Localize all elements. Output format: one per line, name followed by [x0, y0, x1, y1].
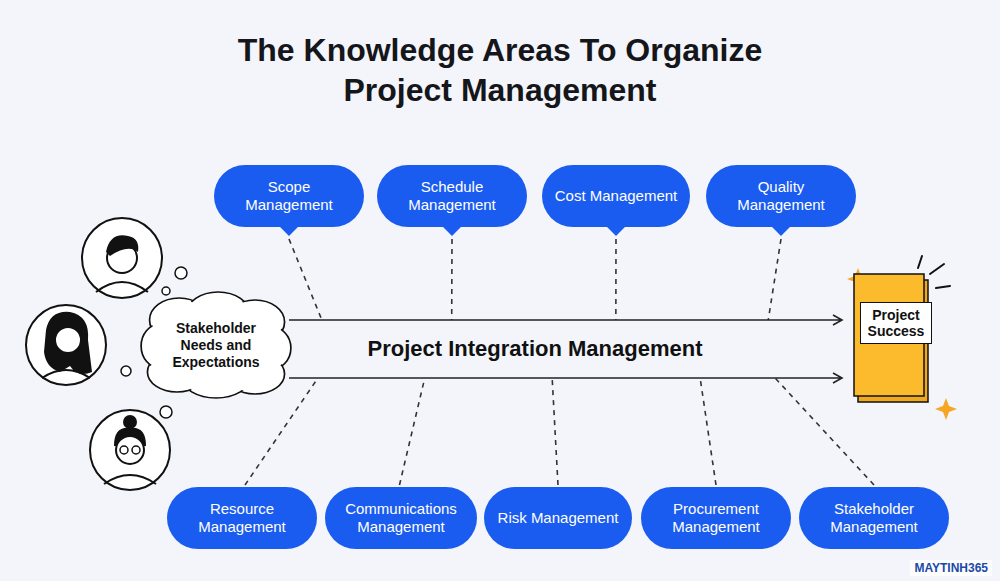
- area-bubble: Risk Management: [484, 487, 632, 549]
- diagram-title: The Knowledge Areas To Organize Project …: [190, 30, 810, 110]
- node-text: Risk Management: [498, 509, 619, 527]
- area-bubble: Quality Management: [706, 165, 856, 227]
- node-text: Stakeholder Needs and Expectations: [153, 320, 279, 371]
- flow-arrow: [289, 315, 842, 383]
- sparkle-star: [935, 398, 957, 420]
- dashed-leader: [552, 378, 558, 485]
- area-bubble: Resource Management: [167, 487, 317, 549]
- integration-band: Project Integration Management: [290, 320, 780, 378]
- dashed-leader: [289, 239, 322, 320]
- dashed-leader: [451, 239, 453, 320]
- node-text: Scope Management: [226, 178, 352, 214]
- area-bubble: Communications Management: [325, 487, 477, 549]
- node-text: Resource Management: [179, 500, 305, 536]
- bubble-tail: [442, 216, 462, 236]
- watermark: MAYTINH365: [910, 560, 992, 576]
- area-bubble: Cost Management: [542, 165, 691, 227]
- area-bubble: Procurement Management: [641, 487, 791, 549]
- area-bubble: Stakeholder Management: [799, 487, 949, 549]
- dashed-leader: [700, 378, 716, 485]
- person-avatar: [90, 410, 170, 490]
- success-label: Project Success: [860, 302, 932, 344]
- area-bubble: Schedule Management: [377, 165, 527, 227]
- node-text: Stakeholder Management: [811, 500, 937, 536]
- person-avatar: [26, 305, 106, 385]
- dashed-leader: [399, 378, 424, 485]
- node-text: Cost Management: [555, 187, 678, 205]
- success-book: Project Success: [852, 272, 932, 404]
- dashed-leader: [615, 239, 617, 320]
- bubble-tail: [606, 216, 626, 236]
- bubble-tail: [771, 216, 791, 236]
- thought-cloud: Stakeholder Needs and Expectations: [139, 290, 293, 400]
- node-text: Communications Management: [337, 500, 465, 536]
- bubble-tail: [279, 216, 299, 236]
- node-text: Project Integration Management: [368, 336, 703, 362]
- area-bubble: Scope Management: [214, 165, 364, 227]
- node-text: Procurement Management: [653, 500, 779, 536]
- dashed-leader: [768, 239, 781, 320]
- node-text: Quality Management: [718, 178, 844, 214]
- node-text: Schedule Management: [389, 178, 515, 214]
- person-avatar: [82, 218, 162, 298]
